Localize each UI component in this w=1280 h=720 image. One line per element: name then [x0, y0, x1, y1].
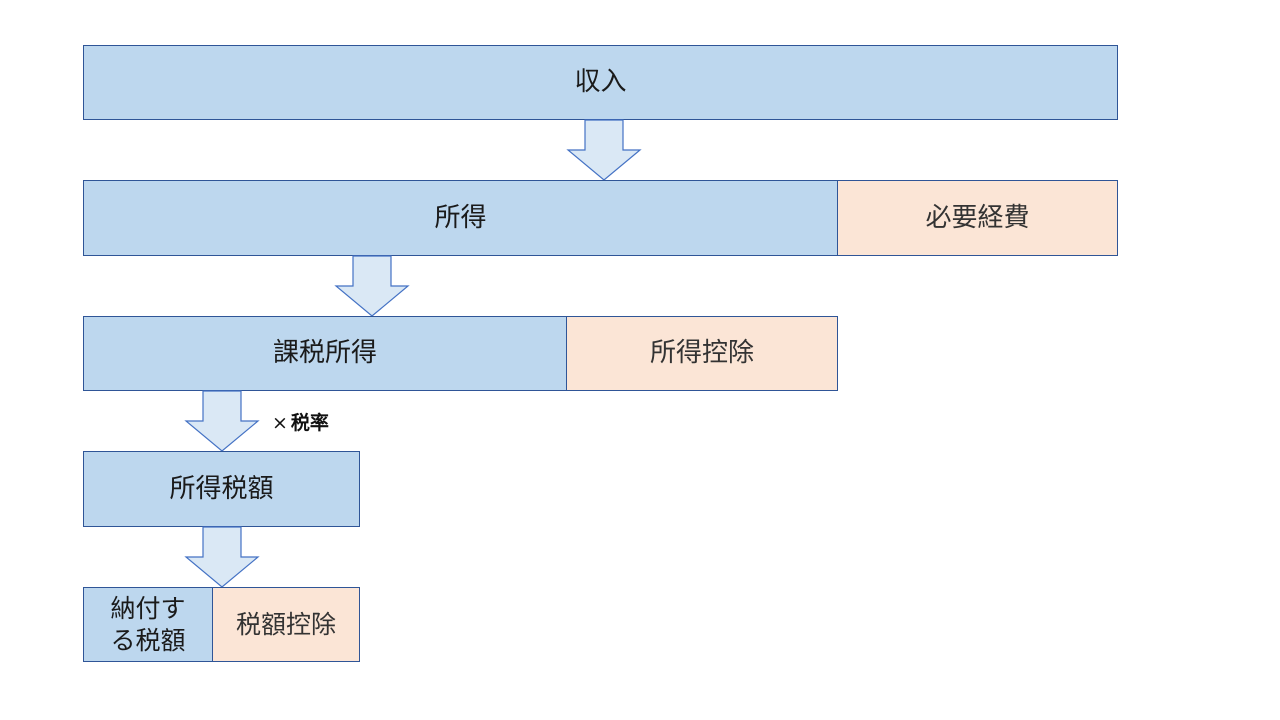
taxable-income-box: 課税所得 [83, 316, 567, 391]
shotoku-label: 所得 [434, 202, 487, 233]
necessary-expenses-box: 必要経費 [838, 180, 1118, 256]
multiply-symbol: × [272, 412, 288, 434]
down-arrow-3 [184, 390, 260, 452]
tax-rate-annotation: ×税率 [272, 408, 329, 435]
income-label: 収入 [574, 67, 627, 98]
tax-payable-label-line2: る税額 [110, 625, 186, 655]
tax-credit-box: 税額控除 [213, 587, 360, 662]
tax-payable-label-line1: 納付す [110, 594, 186, 624]
income-deduction-box: 所得控除 [567, 316, 838, 391]
necessary-expenses-label: 必要経費 [925, 202, 1030, 233]
down-arrow-2 [334, 255, 410, 317]
income-tax-amount-box: 所得税額 [83, 451, 360, 527]
tax-credit-label: 税額控除 [235, 609, 336, 639]
income-tax-amount-label: 所得税額 [169, 473, 274, 504]
shotoku-box: 所得 [83, 180, 838, 256]
down-arrow-4 [184, 526, 260, 588]
income-deduction-label: 所得控除 [649, 338, 754, 369]
income-box: 収入 [83, 45, 1118, 120]
down-arrow-1 [566, 119, 642, 181]
tax-rate-label: 税率 [290, 412, 329, 434]
tax-payable-box: 納付す る税額 [83, 587, 213, 662]
taxable-income-label: 課税所得 [272, 338, 377, 369]
